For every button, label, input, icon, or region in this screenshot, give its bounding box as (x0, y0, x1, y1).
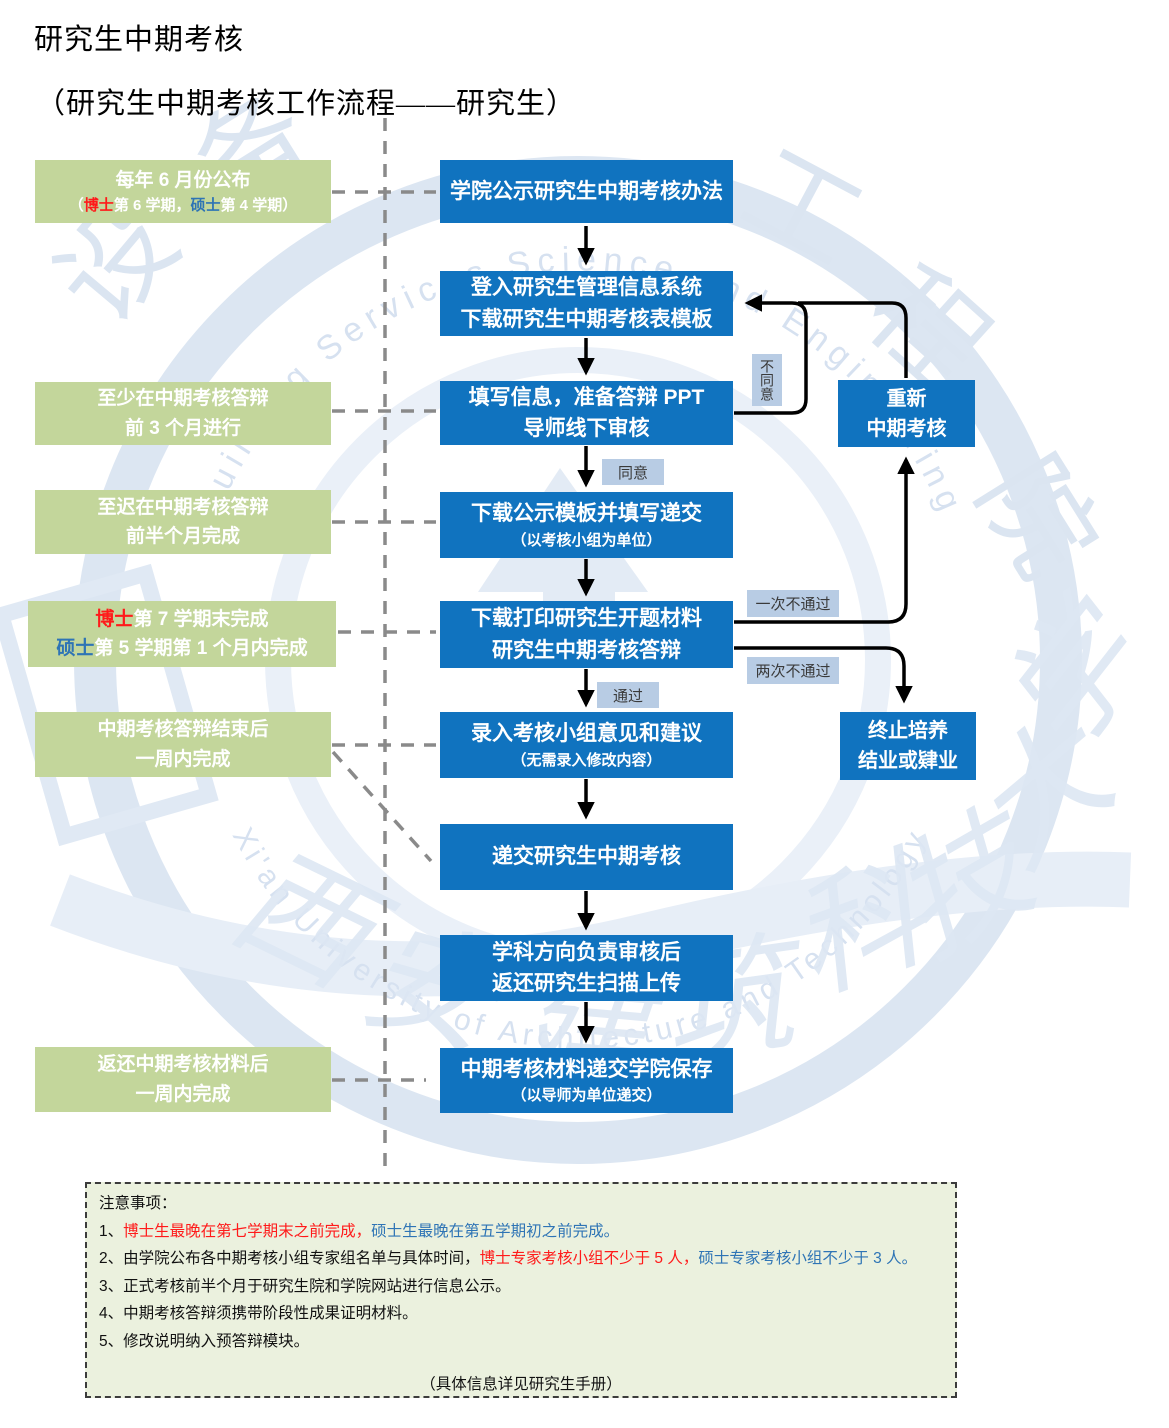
timing-text: 至少在中期考核答辩 (97, 388, 269, 410)
text-segment-master: 硕士专家考核小组不少于 3 人。 (698, 1250, 918, 1268)
notes-item-1: 1、博士生最晚在第七学期末之前完成，硕士生最晚在第五学期初之前完成。 (99, 1218, 943, 1246)
flow-step-submit-template: 下载公示模板并填写递交 （以考核小组为单位） (440, 492, 733, 558)
notes-item-4: 4、中期考核答辩须携带阶段性成果证明材料。 (99, 1305, 418, 1323)
text-segment: 1、 (99, 1222, 124, 1240)
step-text: 中期考核 (866, 417, 947, 440)
step-text: 返还研究生扫描上传 (492, 972, 681, 995)
timing-note-3-months-before: 至少在中期考核答辩 前 3 个月进行 (35, 382, 331, 445)
page-title: 研究生中期考核 (34, 24, 245, 56)
step-text: 导师线下审核 (523, 417, 650, 440)
seal-square-motif (0, 563, 219, 847)
step-text: 登入研究生管理信息系统 (471, 276, 702, 299)
notes-item-2: 2、由学院公布各中期考核小组专家组名单与具体时间，博士专家考核小组不少于 5 人… (99, 1245, 943, 1273)
timing-text: 前 3 个月进行 (124, 417, 242, 439)
step-subtext: （无需录入修改内容） (511, 751, 662, 769)
arrow-fail-twice (734, 646, 913, 704)
branch-label-fail-once: 一次不通过 (747, 590, 839, 617)
text-segment: （ (68, 196, 84, 214)
step-text: 下载公示模板并填写递交 (471, 502, 702, 525)
step-text: 结业或肄业 (858, 750, 958, 772)
text-segment-master: 硕士生最晚在第五学期初之前完成。 (371, 1222, 620, 1240)
branch-label-fail-twice: 两次不通过 (747, 657, 839, 684)
timing-text: 一周内完成 (135, 748, 231, 770)
timing-note-announce: 每年 6 月份公布 （博士第 6 学期，硕士第 4 学期） (35, 160, 331, 223)
flow-step-archive-materials: 中期考核材料递交学院保存 （以导师为单位递交） (440, 1048, 733, 1113)
flow-step-defense: 下载打印研究生开题材料 研究生中期考核答辩 (440, 601, 733, 668)
flow-step-publish-method: 学院公示研究生中期考核办法 (440, 160, 733, 223)
step-text: 下载打印研究生开题材料 (471, 607, 702, 630)
text-segment: 第 5 学期第 1 个月内完成 (94, 638, 308, 659)
branch-label-agree: 同意 (602, 459, 664, 485)
text-segment-doctor: 博士 (83, 196, 114, 214)
text-segment: 第 7 学期末完成 (133, 608, 269, 630)
timing-text: 前半个月完成 (125, 526, 240, 547)
text-segment-doctor: 博士生最晚在第七学期末之前完成， (123, 1222, 372, 1240)
text-segment-master: 硕士 (190, 196, 221, 214)
step-text: 下载研究生中期考核表模板 (460, 307, 713, 331)
arrow-redo-return (798, 301, 908, 378)
step-subtext: （以导师为单位递交） (511, 1087, 662, 1104)
dashed-link-5-diagonal (331, 750, 433, 863)
text-segment: 第 4 学期） (220, 196, 298, 214)
notes-footer: （具体信息详见研究生手册） (420, 1376, 622, 1394)
text-segment: 2、由学院公布各中期考核小组专家组名单与具体时间， (99, 1250, 480, 1268)
step-text: 学科方向负责审核后 (492, 940, 681, 964)
text-segment-doctor: 博士专家考核小组不少于 5 人， (479, 1250, 699, 1268)
flow-step-fill-info: 填写信息，准备答辩 PPT 导师线下审核 (440, 381, 733, 445)
text-segment-doctor: 博士 (95, 608, 134, 630)
text-segment: 第 6 学期， (113, 196, 191, 214)
notes-item-5: 5、修改说明纳入预答辩模块。 (99, 1332, 310, 1350)
timing-text: 返还中期考核材料后 (97, 1054, 269, 1076)
page-subtitle: （研究生中期考核工作流程——研究生） (36, 88, 577, 120)
flow-step-terminate-training: 终止培养 结业或肄业 (840, 712, 976, 780)
step-text: 填写信息，准备答辩 PPT (468, 385, 705, 409)
arrow-fail-once (734, 456, 915, 624)
timing-note-semester-deadline: 博士第 7 学期末完成 硕士第 5 学期第 1 个月内完成 (28, 601, 336, 667)
branch-label-pass: 通过 (597, 682, 659, 708)
step-text: 递交研究生中期考核 (492, 845, 681, 869)
timing-note-half-month-before: 至迟在中期考核答辩 前半个月完成 (35, 490, 331, 554)
notes-item-3: 3、正式考核前半个月于研究生院和学院网站进行信息公示。 (99, 1277, 511, 1295)
timing-text: 一周内完成 (135, 1083, 231, 1105)
branch-label-disagree: 不同意 (752, 354, 782, 406)
timing-text: 每年 6 月份公布 (115, 169, 251, 191)
flow-step-redo-assessment: 重新 中期考核 (838, 380, 975, 447)
notes-title: 注意事项： (99, 1195, 177, 1212)
flow-step-submit-assessment: 递交研究生中期考核 (440, 824, 733, 890)
step-text: 研究生中期考核答辩 (492, 638, 681, 662)
timing-note-week-after-defense: 中期考核答辩结束后 一周内完成 (35, 712, 331, 777)
step-text: 重新 (886, 387, 927, 410)
timing-text: 中期考核答辩结束后 (97, 719, 269, 741)
step-subtext: （以考核小组为单位） (511, 531, 662, 549)
notes-panel: 注意事项： 1、博士生最晚在第七学期末之前完成，硕士生最晚在第五学期初之前完成。… (85, 1182, 957, 1398)
timing-subtext: （博士第 6 学期，硕士第 4 学期） (69, 195, 297, 218)
flow-step-enter-opinions: 录入考核小组意见和建议 （无需录入修改内容） (440, 712, 733, 778)
text-segment-master: 硕士 (56, 638, 95, 659)
step-text: 终止培养 (868, 720, 948, 742)
step-text: 中期考核材料递交学院保存 (460, 1057, 713, 1081)
timing-text: 博士第 7 学期末完成 (95, 605, 268, 634)
step-text: 录入考核小组意见和建议 (471, 722, 702, 745)
flow-step-review-scan-upload: 学科方向负责审核后 返还研究生扫描上传 (440, 935, 733, 1001)
step-text: 学院公示研究生中期考核办法 (450, 179, 723, 203)
timing-text: 硕士第 5 学期第 1 个月内完成 (56, 634, 307, 663)
flow-step-login-download: 登入研究生管理信息系统 下载研究生中期考核表模板 (440, 271, 733, 336)
timing-note-week-after-return: 返还中期考核材料后 一周内完成 (35, 1047, 331, 1112)
arrow-disagree-loop (734, 294, 808, 415)
timing-text: 至迟在中期考核答辩 (97, 496, 269, 518)
